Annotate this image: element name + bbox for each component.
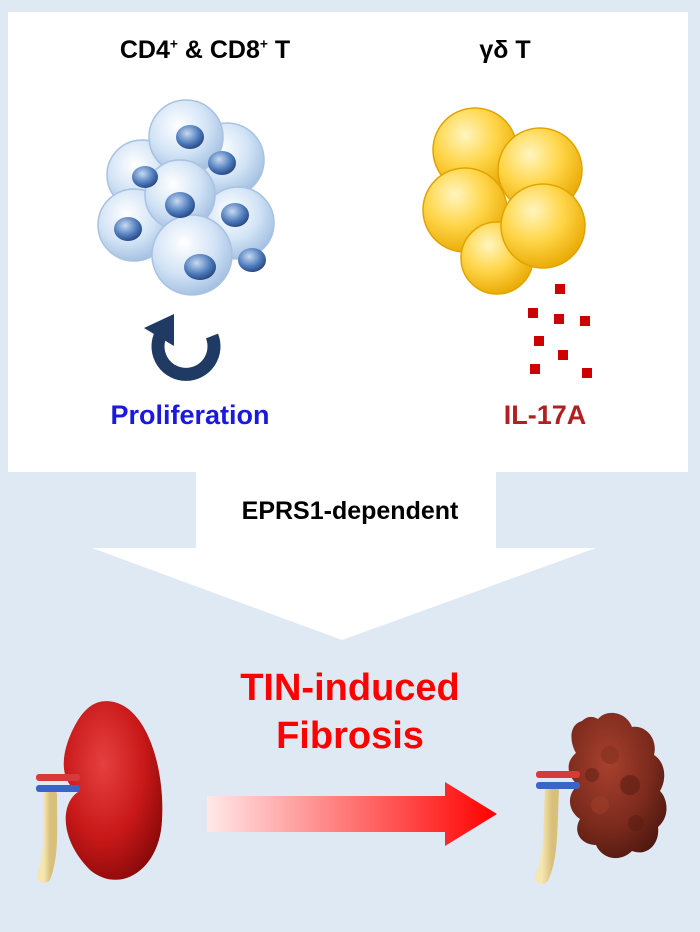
fibrosis-title: TIN-induced Fibrosis <box>170 664 530 760</box>
cycle-arrow-icon <box>144 314 221 381</box>
gamma-delta-cell-cluster-icon <box>422 107 586 295</box>
il-17a-label: IL-17A <box>503 400 587 430</box>
eprs1-dependent-label: EPRS1-dependent <box>241 497 459 525</box>
progression-arrow <box>207 782 497 846</box>
fibrosis-title-line1: TIN-induced <box>240 667 460 709</box>
cytokine-dots-icon <box>528 284 592 378</box>
fibrosis-title-line2: Fibrosis <box>276 715 424 757</box>
fibrotic-kidney-icon <box>535 712 667 884</box>
proliferation-label: Proliferation <box>110 400 270 430</box>
healthy-kidney-icon <box>36 701 163 883</box>
gamma-delta-t-cell-label: γδ T <box>479 36 531 64</box>
cd4-cd8-t-cell-label: CD4+ & CD8+ T <box>119 36 291 64</box>
t-cell-cluster-icon <box>97 99 275 296</box>
